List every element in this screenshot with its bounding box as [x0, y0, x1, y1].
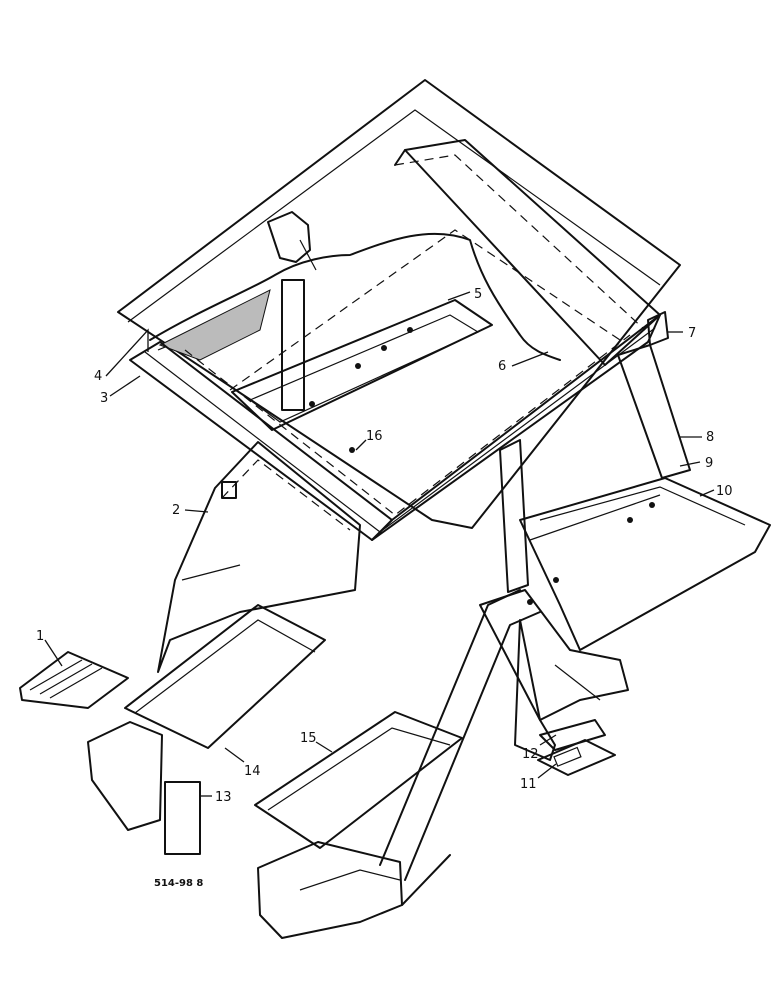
callout-label: 9	[705, 456, 713, 471]
bolts	[309, 327, 655, 605]
mounting-plate	[537, 719, 616, 776]
callout-15: 15	[300, 731, 333, 753]
roof-lining-trim	[149, 232, 561, 361]
callout-label: 11	[520, 777, 537, 792]
callout-label: 3	[100, 391, 108, 406]
reference-code: 514-98 8	[154, 878, 203, 889]
callout-label: 1	[36, 629, 44, 644]
callout-10: 10	[699, 484, 733, 499]
callout-label: 10	[716, 484, 733, 499]
callout-9: 9	[679, 456, 713, 471]
callout-label: 6	[498, 359, 506, 374]
callout-3: 3	[100, 375, 141, 406]
callout-label: 16	[366, 429, 383, 444]
mirror-bracket	[267, 211, 317, 411]
callout-11: 11	[520, 763, 557, 792]
diagonal-frame	[379, 589, 541, 881]
rear-frame	[394, 139, 661, 366]
callout-label: 8	[706, 430, 714, 445]
callout-16: 16	[355, 429, 383, 451]
callout-8: 8	[680, 430, 714, 445]
callout-4: 4	[94, 328, 149, 384]
callout-13: 13	[200, 790, 232, 805]
left-step	[19, 651, 201, 855]
floor-tray	[231, 299, 493, 431]
callout-12: 12	[522, 734, 557, 762]
lower-plate	[254, 711, 463, 849]
callout-label: 14	[244, 764, 261, 779]
callout-label: 5	[474, 287, 482, 302]
right-lower-frame	[479, 589, 629, 761]
roof-panel	[117, 79, 681, 529]
rear-bottom-bracket	[257, 841, 451, 939]
callout-label: 7	[688, 326, 696, 341]
right-pillar	[499, 344, 691, 593]
right-fender	[519, 477, 771, 651]
callout-5: 5	[447, 287, 482, 302]
callout-1: 1	[36, 629, 63, 667]
callout-label: 4	[94, 369, 102, 384]
callout-6: 6	[498, 351, 549, 374]
callout-label: 2	[172, 503, 180, 518]
left-side-panel	[157, 441, 361, 673]
battery-box	[124, 604, 326, 749]
callout-7: 7	[668, 326, 696, 341]
callout-2: 2	[172, 503, 209, 518]
callout-14: 14	[224, 747, 261, 779]
callout-label: 12	[522, 747, 539, 762]
top-frame	[129, 229, 669, 541]
callout-label: 15	[300, 731, 317, 746]
callout-label: 13	[215, 790, 232, 805]
